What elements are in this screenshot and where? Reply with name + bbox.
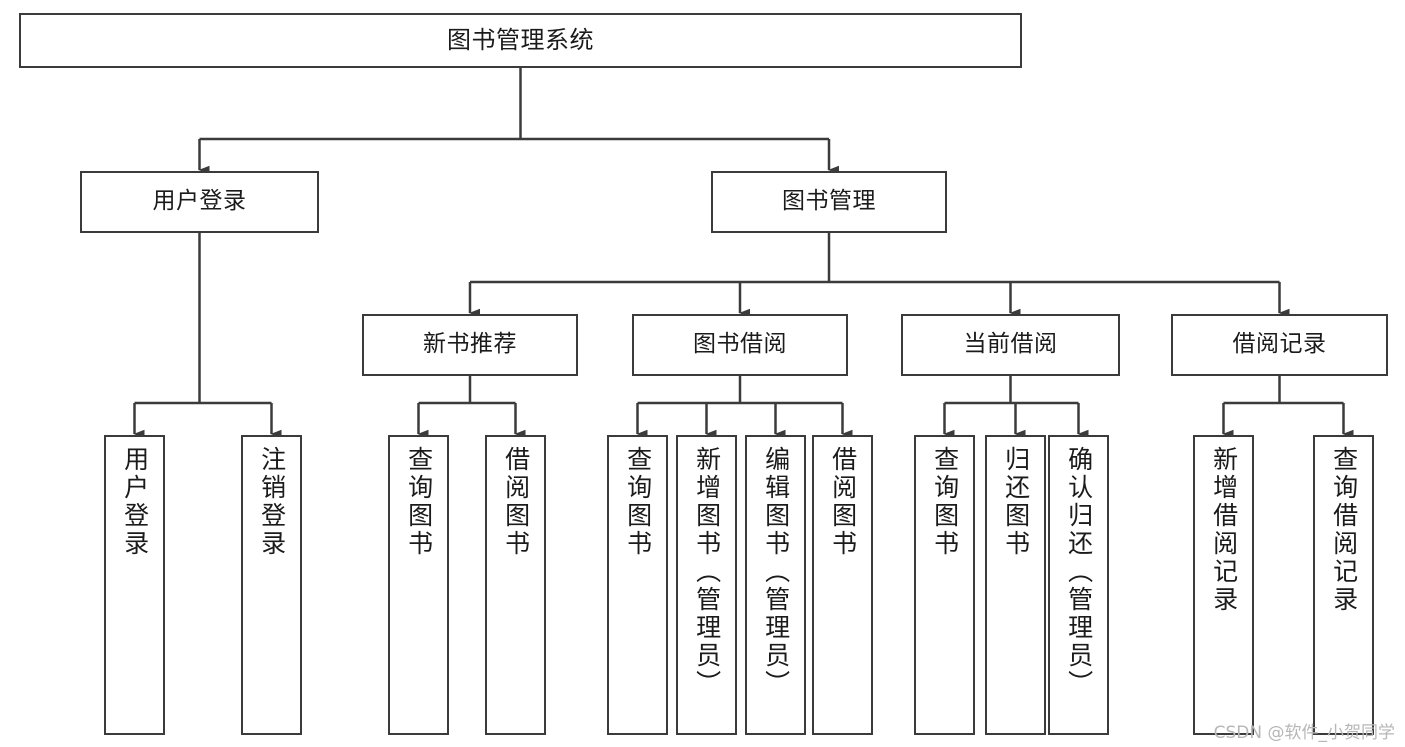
node-label: 查询图书	[404, 446, 434, 558]
node-root[interactable]: 图书管理系统	[19, 13, 1022, 68]
node-current-borrow[interactable]: 当前借阅	[901, 314, 1120, 376]
node-label: 图书借阅	[693, 331, 787, 358]
node-label: 新增借阅记录	[1209, 446, 1239, 614]
node-leaf-user-logout[interactable]: 注销登录	[241, 435, 302, 735]
node-label: 借阅图书	[828, 446, 858, 558]
node-label: 当前借阅	[963, 331, 1058, 358]
node-label: 用户登录	[152, 188, 247, 215]
node-label: 新增图书（管理员）	[692, 446, 722, 698]
node-leaf-borrow-lend[interactable]: 借阅图书	[812, 435, 873, 735]
node-leaf-rec-add[interactable]: 新增借阅记录	[1193, 435, 1254, 735]
node-label: 查询借阅记录	[1329, 446, 1359, 614]
node-label: 注销登录	[257, 446, 287, 558]
node-label: 图书管理系统	[447, 26, 594, 55]
node-leaf-borrow-query[interactable]: 查询图书	[607, 435, 668, 735]
node-label: 借阅图书	[501, 446, 531, 558]
node-label: 图书管理	[782, 188, 876, 215]
node-label: 查询图书	[930, 446, 960, 558]
node-label: 确认归还（管理员）	[1064, 446, 1094, 698]
watermark-text: CSDN @软件_小贺同学	[1213, 723, 1395, 743]
node-new-book-rec[interactable]: 新书推荐	[362, 314, 578, 376]
node-leaf-cur-confirm[interactable]: 确认归还（管理员）	[1048, 435, 1109, 735]
node-leaf-rec-borrow[interactable]: 借阅图书	[485, 435, 546, 735]
node-label: 用户登录	[120, 446, 150, 558]
node-label: 新书推荐	[423, 331, 517, 358]
node-borrow-record[interactable]: 借阅记录	[1171, 314, 1388, 376]
node-leaf-rec-search[interactable]: 查询借阅记录	[1313, 435, 1374, 735]
node-book-manage[interactable]: 图书管理	[711, 171, 947, 233]
node-leaf-cur-query[interactable]: 查询图书	[914, 435, 975, 735]
node-label: 编辑图书（管理员）	[761, 446, 791, 698]
node-label: 借阅记录	[1232, 331, 1327, 358]
node-book-borrow[interactable]: 图书借阅	[632, 314, 848, 376]
node-leaf-user-login[interactable]: 用户登录	[104, 435, 165, 735]
node-label: 归还图书	[1001, 446, 1031, 558]
node-leaf-borrow-edit[interactable]: 编辑图书（管理员）	[745, 435, 806, 735]
node-leaf-cur-return[interactable]: 归还图书	[985, 435, 1046, 735]
node-user-login[interactable]: 用户登录	[80, 171, 319, 233]
node-label: 查询图书	[623, 446, 653, 558]
node-leaf-borrow-add[interactable]: 新增图书（管理员）	[676, 435, 737, 735]
node-leaf-rec-query[interactable]: 查询图书	[388, 435, 449, 735]
